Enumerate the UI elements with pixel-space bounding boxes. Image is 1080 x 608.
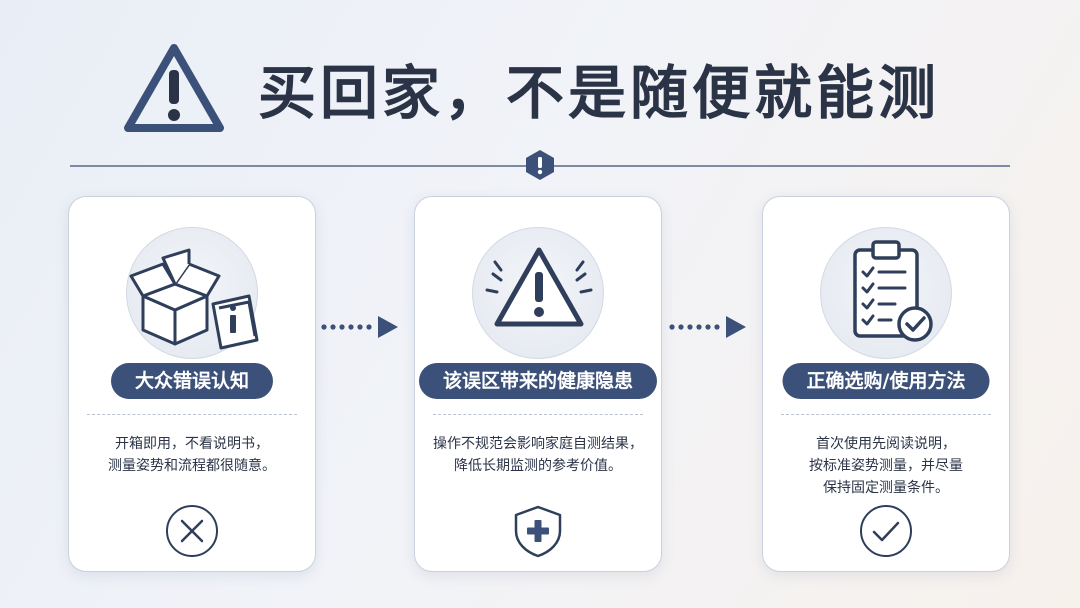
description-line: 开箱即用，不看说明书，: [115, 436, 269, 452]
dotted-arrow-icon: [321, 316, 398, 338]
illustration-circle: [820, 227, 952, 359]
checklist-clipboard-icon: [853, 240, 933, 342]
cross-circle-icon: [166, 505, 218, 557]
description-line: 降低长期监测的参考价值。: [454, 458, 622, 474]
dashed-divider: [433, 414, 643, 415]
warning-triangle-icon: [124, 44, 224, 132]
description-line: 测量姿势和流程都很随意。: [108, 458, 276, 474]
check-circle-icon: [860, 505, 912, 557]
page-title: 买回家，不是随便就能测: [258, 59, 941, 127]
card-label: 该误区带来的健康隐患: [418, 363, 658, 399]
dotted-arrow-icon: [669, 316, 746, 338]
card-health-risk: 该误区带来的健康隐患 操作不规范会影响家庭自测结果， 降低长期监测的参考价值。: [414, 196, 662, 572]
warning-triangle-icon: [485, 247, 593, 327]
card-misconception: 大众错误认知 开箱即用，不看说明书， 测量姿势和流程都很随意。: [68, 196, 316, 572]
card-description: 首次使用先阅读说明， 按标准姿势测量，并尽量 保持固定测量条件。: [771, 433, 1001, 499]
card-correct-method: 正确选购/使用方法 首次使用先阅读说明， 按标准姿势测量，并尽量 保持固定测量条…: [762, 196, 1010, 572]
description-line: 操作不规范会影响家庭自测结果，: [433, 436, 643, 452]
card-label: 正确选购/使用方法: [782, 363, 990, 399]
illustration-circle: [126, 227, 259, 359]
card-label: 大众错误认知: [110, 363, 274, 399]
card-description: 开箱即用，不看说明书， 测量姿势和流程都很随意。: [77, 433, 307, 477]
warning-badge-icon: [526, 150, 554, 180]
description-line: 保持固定测量条件。: [823, 480, 949, 496]
header: 买回家，不是随便就能测: [120, 38, 1020, 138]
description-line: 首次使用先阅读说明，: [816, 436, 956, 452]
illustration-circle: [472, 227, 604, 359]
card-description: 操作不规范会影响家庭自测结果， 降低长期监测的参考价值。: [423, 433, 653, 477]
open-box-and-manual-icon: [129, 248, 259, 350]
dashed-divider: [781, 414, 991, 415]
medical-shield-icon: [514, 505, 562, 558]
dashed-divider: [87, 414, 297, 415]
description-line: 按标准姿势测量，并尽量: [809, 458, 963, 474]
